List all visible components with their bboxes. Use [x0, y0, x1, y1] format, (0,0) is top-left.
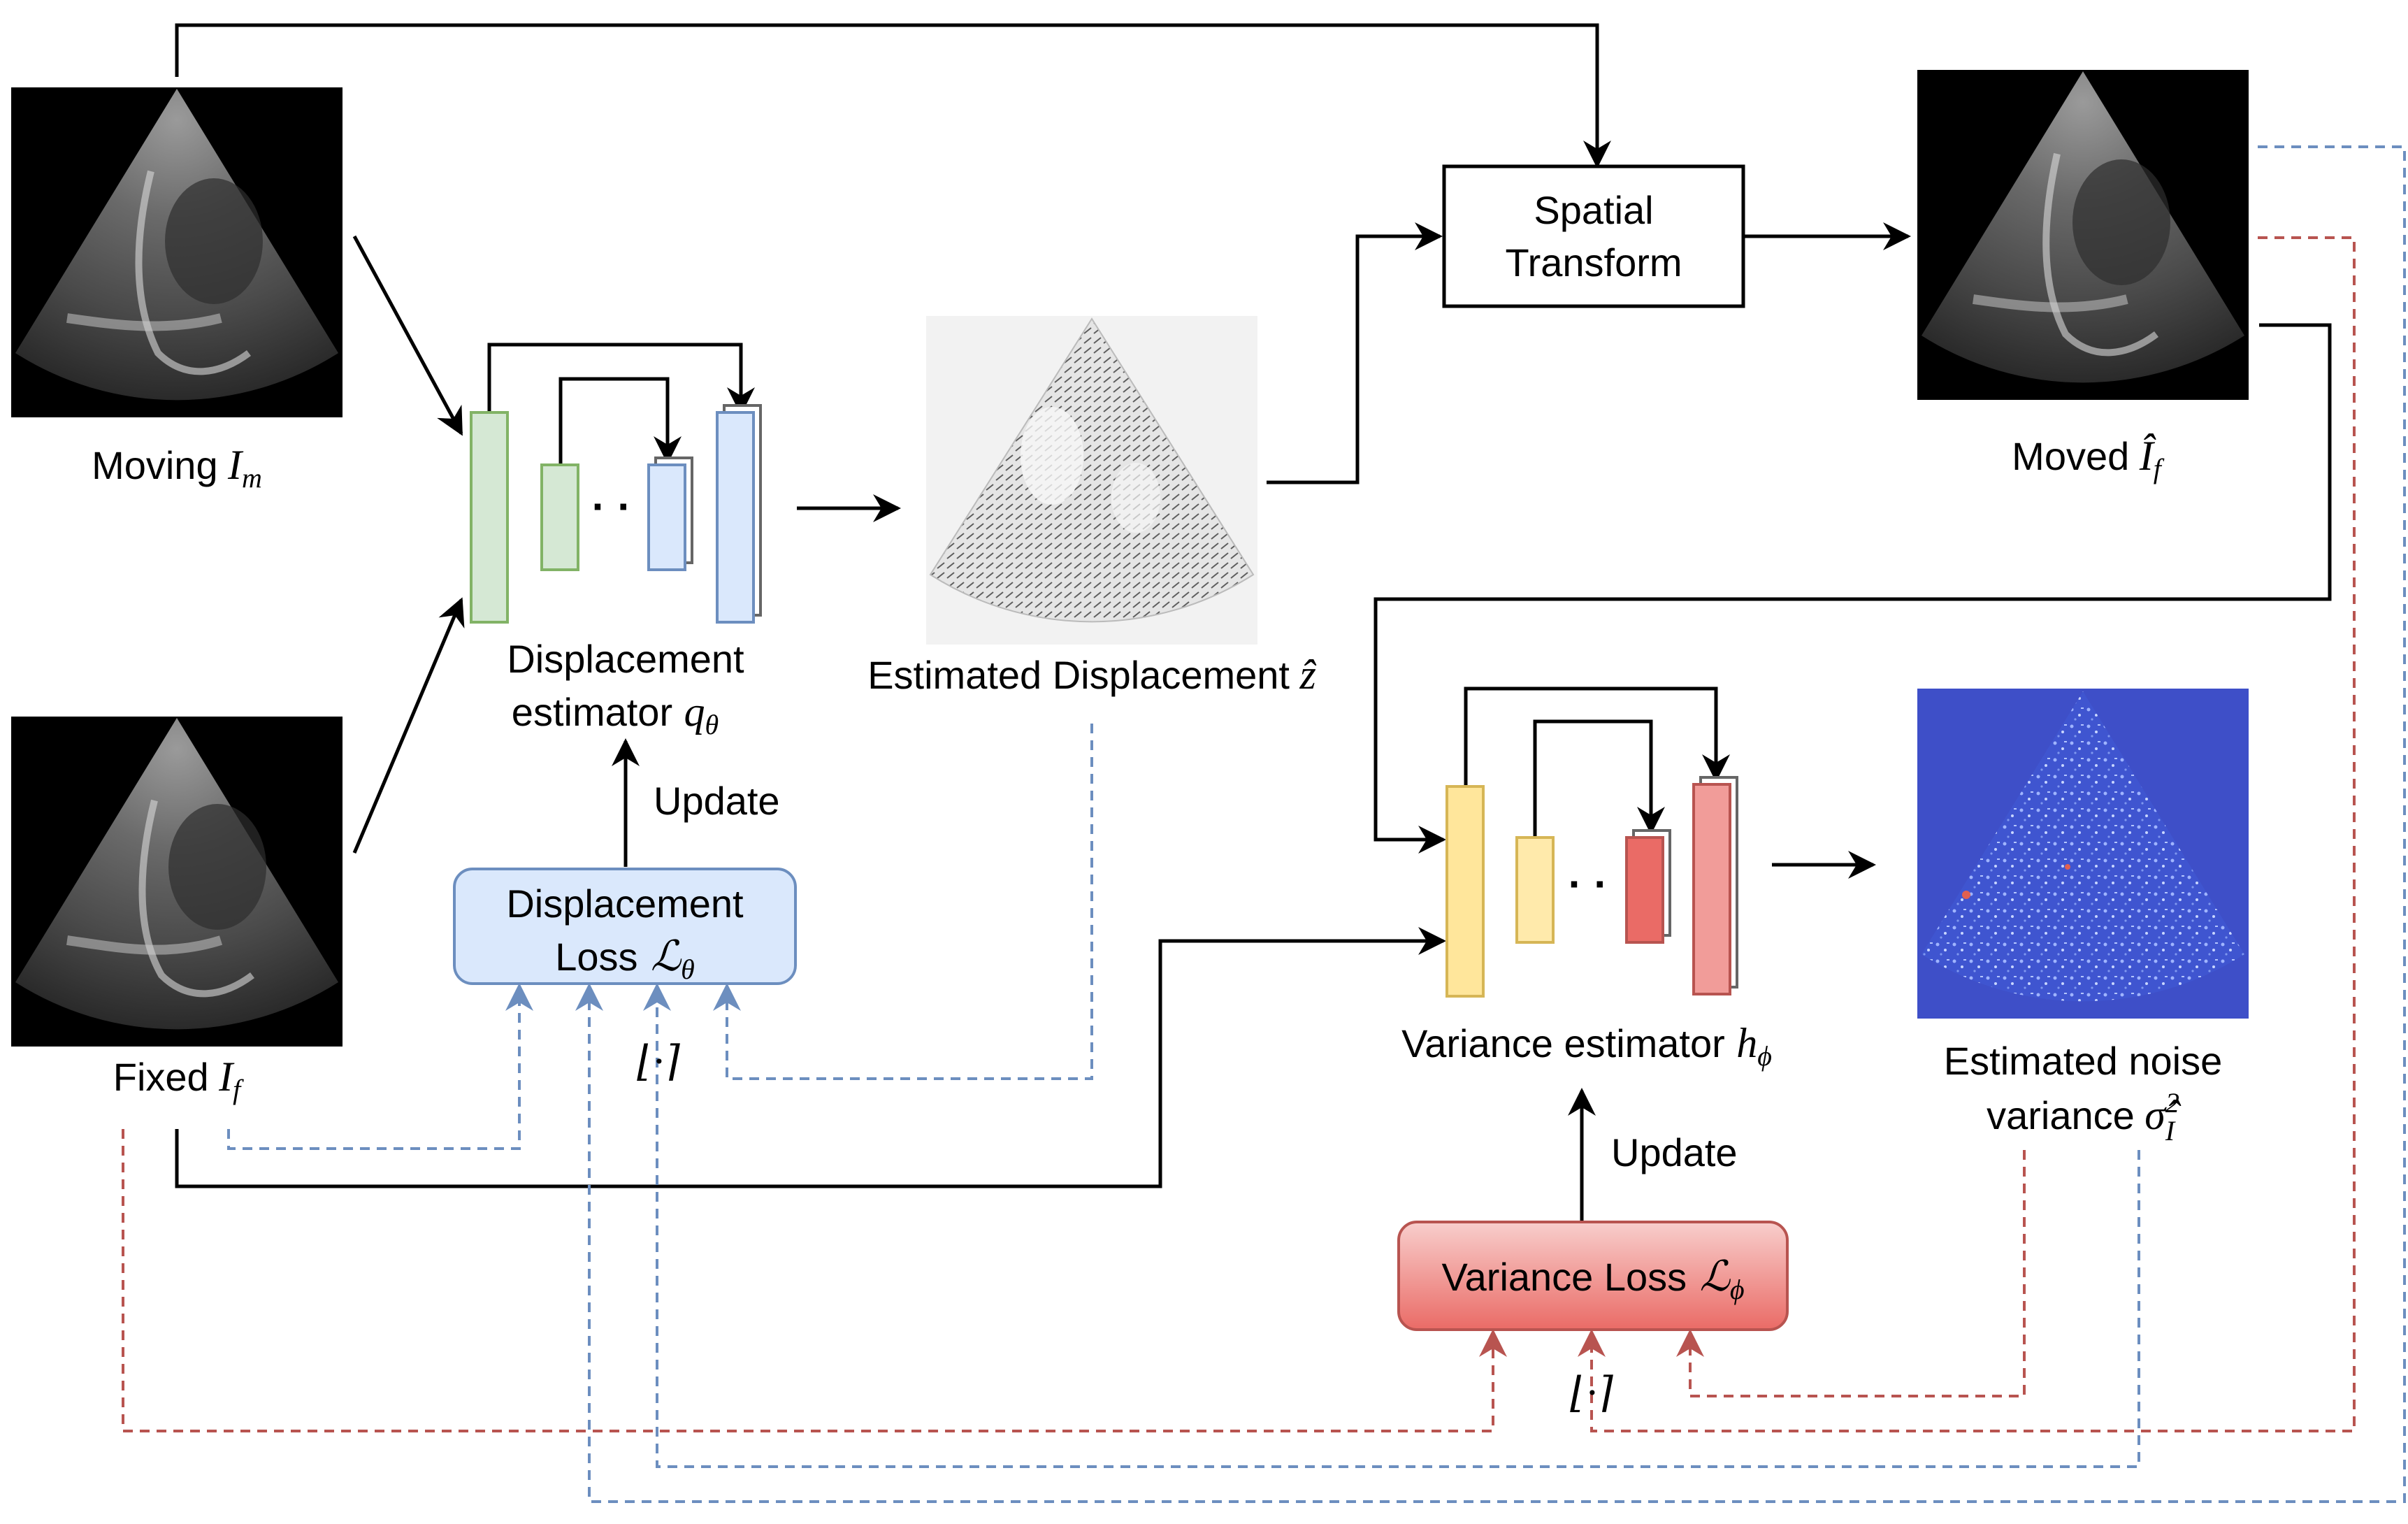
displacement-estimator-line2: estimator qθ	[512, 689, 719, 740]
floor-op-displacement: ⌊·⌉	[637, 1038, 680, 1084]
update-label-displacement: Update	[654, 779, 780, 823]
variance-loss-box: Variance Loss ℒϕ	[1397, 1221, 1789, 1331]
spatial-transform-line1: Spatial	[1534, 188, 1653, 232]
fixed-image	[11, 717, 343, 1047]
arrow-moved-to-variance	[1374, 323, 2332, 854]
red-dashed-connectors	[122, 236, 2356, 1432]
variance-loss-label: Variance Loss	[1441, 1255, 1687, 1299]
arrow-fixed-to-estimator	[352, 597, 465, 854]
moving-label: Moving Im	[92, 442, 262, 494]
displacement-ellipsis: · ·	[592, 483, 632, 530]
solid-connectors	[175, 23, 2332, 1222]
variance-estimator-label: Variance estimator hϕ	[1401, 1020, 1772, 1072]
arrow-moving-to-transform	[175, 23, 1611, 168]
spatial-transform-line2: Transform	[1505, 240, 1682, 285]
noise-variance-image	[1917, 689, 2249, 1019]
moved-image	[1917, 70, 2249, 400]
variance-estimator-network: · ·	[1445, 776, 1738, 998]
displacement-loss-symbol: ℒ	[651, 933, 682, 979]
update-label-variance: Update	[1611, 1130, 1738, 1174]
variance-loss-subscript: ϕ	[1730, 1274, 1745, 1305]
arrow-field-to-transform	[1267, 222, 1443, 484]
moving-image	[11, 87, 343, 417]
displacement-field-image	[926, 316, 1257, 645]
floor-op-variance: ⌊·⌉	[1570, 1370, 1613, 1416]
displacement-loss-line2: Loss	[555, 935, 637, 979]
displacement-loss-box: Displacement Loss ℒθ	[453, 868, 797, 985]
displacement-estimator-network: · ·	[470, 404, 762, 624]
blue-dashed-connectors	[227, 145, 2406, 1503]
fixed-label: Fixed If	[113, 1054, 244, 1105]
displacement-field-label: Estimated Displacement ẑ	[867, 652, 1316, 698]
variance-loss-symbol: ℒ	[1700, 1253, 1731, 1300]
svg-text:Loss ℒθ: Loss ℒθ	[555, 933, 695, 985]
noise-label-line1: Estimated noise	[1944, 1039, 2222, 1083]
displacement-loss-subscript: θ	[681, 954, 695, 985]
arrow-moving-to-estimator	[352, 235, 463, 436]
displacement-estimator-line1: Displacement	[507, 637, 744, 681]
svg-text:Variance Loss ℒϕ: Variance Loss ℒϕ	[1441, 1253, 1744, 1305]
spatial-transform-box: Spatial Transform	[1442, 164, 1745, 308]
arrow-fixed-to-variance	[175, 927, 1446, 1188]
moved-label: Moved Îf	[2012, 433, 2165, 484]
variance-ellipsis: · ·	[1569, 861, 1608, 907]
displacement-loss-line1: Displacement	[506, 882, 744, 926]
